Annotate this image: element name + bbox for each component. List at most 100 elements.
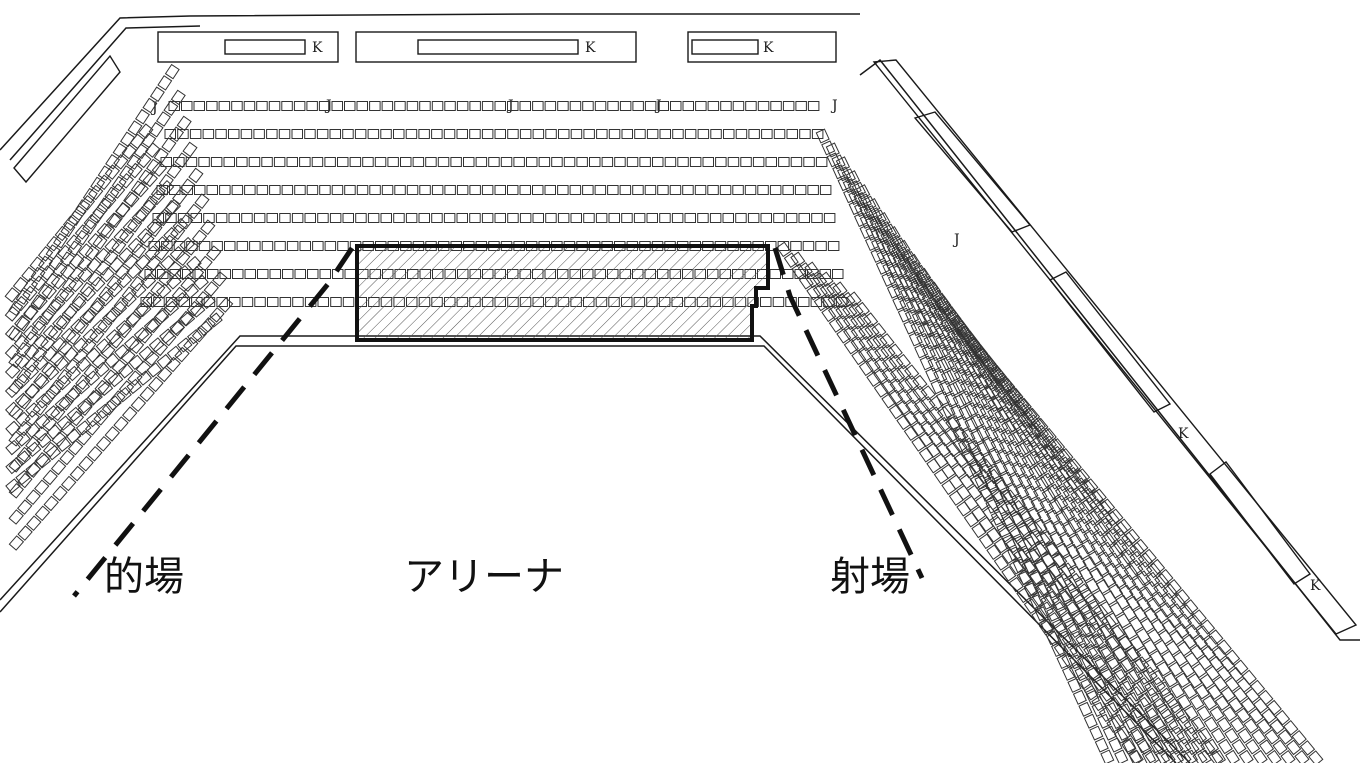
highlighted-block <box>355 244 770 342</box>
seat <box>1002 489 1018 506</box>
seat <box>1080 604 1096 620</box>
seat <box>964 401 979 418</box>
seat <box>369 185 381 195</box>
seat <box>1114 707 1130 724</box>
seat <box>266 129 278 139</box>
seat <box>1125 595 1141 611</box>
seat <box>697 129 710 139</box>
seat <box>128 354 144 370</box>
seat <box>256 185 269 195</box>
seat <box>1099 541 1115 558</box>
seat <box>180 276 196 293</box>
seat <box>847 180 862 196</box>
seat <box>1124 646 1140 662</box>
seat <box>974 495 990 511</box>
seat <box>59 251 75 267</box>
seat <box>155 210 171 227</box>
seat <box>367 129 380 139</box>
seat <box>79 194 96 211</box>
seat <box>431 129 443 139</box>
seat <box>1040 552 1056 568</box>
seat <box>1150 692 1166 708</box>
seat <box>999 377 1016 394</box>
seat <box>761 129 773 139</box>
seat <box>1156 726 1172 742</box>
seat <box>437 157 450 167</box>
seat <box>1159 602 1175 618</box>
seat <box>912 385 928 402</box>
seat <box>67 439 84 456</box>
seat <box>150 184 166 201</box>
seat <box>355 213 367 223</box>
seat <box>279 213 291 223</box>
seat <box>176 115 192 132</box>
seat <box>156 208 172 225</box>
seat <box>1122 624 1138 640</box>
seat <box>933 305 949 322</box>
seat <box>956 323 972 340</box>
seat <box>8 378 24 395</box>
seat <box>626 157 639 167</box>
seat <box>1098 600 1114 617</box>
seat <box>1205 665 1221 681</box>
seat <box>927 356 942 372</box>
seat <box>873 368 889 384</box>
seat <box>133 301 149 318</box>
seat <box>928 395 944 412</box>
seat <box>994 478 1010 495</box>
seat <box>77 400 93 417</box>
seat <box>715 157 727 167</box>
seat <box>122 253 139 270</box>
seat <box>926 281 942 298</box>
seat <box>1061 633 1077 649</box>
seat <box>319 269 331 279</box>
seat <box>1176 694 1192 710</box>
seat <box>8 430 24 447</box>
seat <box>200 316 216 333</box>
seat <box>119 227 135 244</box>
seat <box>53 232 68 249</box>
seat <box>100 343 116 360</box>
seat <box>1183 705 1199 721</box>
seat <box>899 248 915 265</box>
seat <box>45 445 62 461</box>
seat <box>1114 563 1130 580</box>
seat <box>1145 562 1162 579</box>
seat <box>78 455 94 472</box>
seat-rows <box>4 63 1324 766</box>
seat <box>481 213 494 223</box>
seat <box>964 350 980 367</box>
seat <box>912 374 928 391</box>
seat <box>105 306 121 323</box>
seat <box>88 184 104 201</box>
seat <box>107 281 123 298</box>
seat <box>108 332 124 349</box>
seat <box>96 222 113 239</box>
seat <box>952 378 967 395</box>
seat <box>183 336 199 353</box>
seat <box>983 357 999 374</box>
seat <box>576 157 588 167</box>
seat <box>872 209 887 225</box>
seat <box>191 297 203 307</box>
seat <box>31 315 48 331</box>
seat <box>1052 601 1068 617</box>
seat <box>672 129 684 139</box>
seat <box>1019 510 1035 526</box>
seat <box>1088 489 1104 506</box>
seat <box>866 371 882 387</box>
seat <box>431 185 444 195</box>
seat <box>56 368 73 385</box>
highlight-area <box>355 244 770 342</box>
seat <box>1074 468 1091 484</box>
seat <box>75 356 92 373</box>
seat <box>481 101 494 111</box>
seat <box>133 143 149 160</box>
seat <box>158 173 174 190</box>
seat <box>1170 683 1185 699</box>
k-mark: K <box>312 40 323 56</box>
seat <box>1031 590 1047 607</box>
seat <box>1108 542 1124 559</box>
seat <box>1134 656 1150 672</box>
seat <box>51 336 67 353</box>
